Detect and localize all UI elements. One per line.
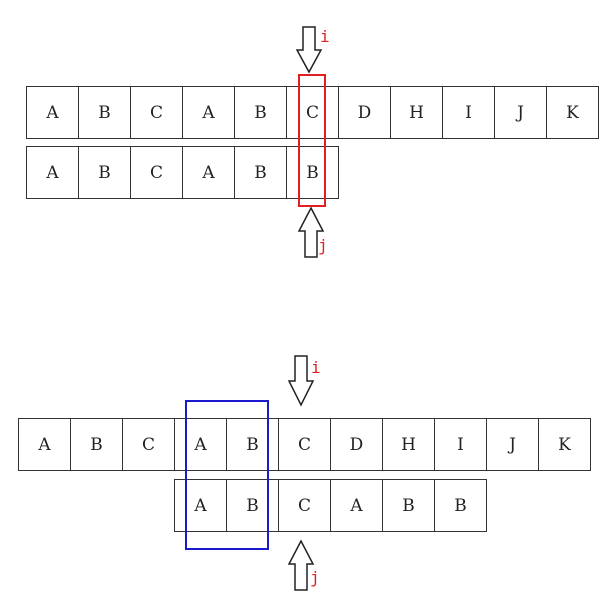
pattern-cell: C <box>278 479 331 532</box>
pointer-i-label: i <box>320 27 330 46</box>
pattern-cell: A <box>182 146 235 199</box>
text-cell: A <box>18 418 71 471</box>
match-highlight-box <box>185 400 269 550</box>
pointer-j-label: j <box>318 236 328 255</box>
text-cell: J <box>494 86 547 139</box>
pattern-cell: A <box>330 479 383 532</box>
pattern-cell: B <box>286 146 339 199</box>
pattern-cell: B <box>226 479 279 532</box>
pattern-cell: B <box>382 479 435 532</box>
text-cell: A <box>182 86 235 139</box>
text-cell: J <box>486 418 539 471</box>
text-cell: B <box>70 418 123 471</box>
text-cell: I <box>442 86 495 139</box>
up-arrow-icon <box>297 206 325 258</box>
text-cell: B <box>78 86 131 139</box>
text-cell: C <box>122 418 175 471</box>
text-cell: C <box>278 418 331 471</box>
mismatch-highlight-box <box>298 74 326 207</box>
pattern-cell: B <box>78 146 131 199</box>
text-cell: K <box>546 86 599 139</box>
pattern-cell: A <box>174 479 227 532</box>
text-cell: D <box>330 418 383 471</box>
text-cell: C <box>130 86 183 139</box>
text-cell: K <box>538 418 591 471</box>
text-cell: A <box>26 86 79 139</box>
text-cell: I <box>434 418 487 471</box>
down-arrow-icon <box>287 355 315 407</box>
pattern-cell: A <box>26 146 79 199</box>
text-cell: H <box>390 86 443 139</box>
pattern-cell: C <box>130 146 183 199</box>
pattern-cell: B <box>234 146 287 199</box>
text-cell: B <box>226 418 279 471</box>
up-arrow-icon <box>287 539 315 591</box>
pointer-i-label: i <box>311 358 321 377</box>
text-cell: H <box>382 418 435 471</box>
down-arrow-icon <box>295 26 323 74</box>
pattern-cell: B <box>434 479 487 532</box>
text-cell: D <box>338 86 391 139</box>
text-cell: B <box>234 86 287 139</box>
text-cell: A <box>174 418 227 471</box>
pointer-j-label: j <box>310 568 320 587</box>
